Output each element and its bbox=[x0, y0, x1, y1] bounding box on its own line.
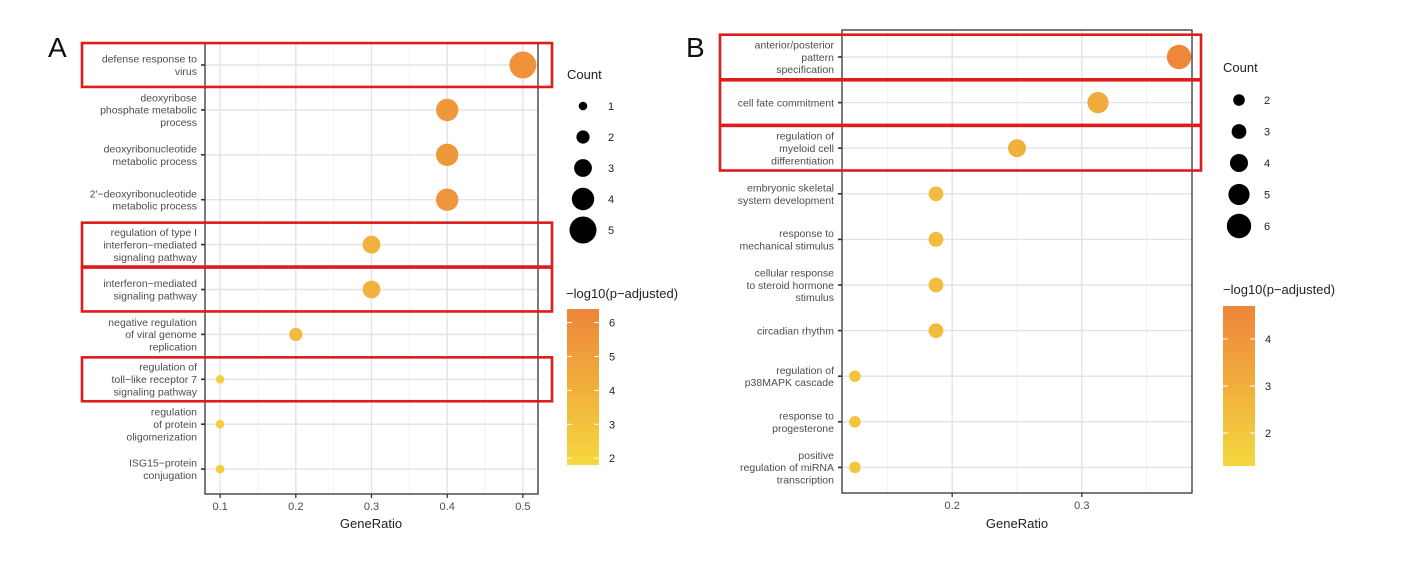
data-point bbox=[509, 51, 537, 79]
color-bar-label: 3 bbox=[1265, 381, 1271, 393]
size-legend-label: 5 bbox=[1264, 190, 1270, 202]
size-legend-dot bbox=[1231, 124, 1247, 139]
x-tick-label: 0.2 bbox=[288, 501, 303, 513]
x-tick-label: 0.3 bbox=[1074, 500, 1089, 512]
size-legend-dot bbox=[1226, 213, 1252, 239]
data-point bbox=[928, 277, 944, 293]
x-tick-label: 0.4 bbox=[440, 501, 455, 513]
color-legend-title-b: −log10(p−adjusted) bbox=[1223, 282, 1335, 297]
y-tick-label: circadian rhythm bbox=[757, 325, 834, 337]
size-legend-label: 4 bbox=[1264, 158, 1270, 170]
color-bar-label: 3 bbox=[609, 419, 615, 431]
data-point bbox=[1166, 44, 1192, 70]
x-tick-label: 0.3 bbox=[364, 501, 379, 513]
size-legend-dot bbox=[574, 159, 592, 177]
color-bar-label: 2 bbox=[1265, 428, 1271, 440]
data-point bbox=[1087, 92, 1109, 114]
plot-frame bbox=[841, 29, 1193, 494]
highlight-box bbox=[718, 124, 1203, 172]
x-tick-label: 0.2 bbox=[945, 500, 960, 512]
size-legend-label: 3 bbox=[1264, 127, 1270, 139]
size-legend-dot bbox=[571, 187, 595, 211]
size-legend-dot bbox=[569, 216, 597, 244]
color-bar-label: 4 bbox=[1265, 334, 1271, 346]
size-legend-dot bbox=[1230, 154, 1248, 172]
data-point bbox=[215, 375, 225, 384]
data-point bbox=[215, 419, 225, 429]
data-point bbox=[1008, 139, 1026, 158]
panel-label-a: A bbox=[48, 32, 67, 63]
size-legend-label: 2 bbox=[608, 132, 614, 144]
color-bar-label: 2 bbox=[609, 453, 615, 465]
panel-label-b: B bbox=[686, 32, 705, 63]
size-legend-dot bbox=[1228, 183, 1250, 206]
size-legend-title-a: Count bbox=[567, 67, 602, 82]
size-legend-label: 4 bbox=[608, 194, 614, 206]
color-bar-label: 4 bbox=[609, 385, 615, 397]
y-tick-label: cell fate commitment bbox=[738, 97, 834, 109]
highlight-box bbox=[80, 266, 554, 313]
data-point bbox=[849, 416, 861, 428]
data-point bbox=[435, 188, 459, 211]
data-point bbox=[849, 461, 861, 474]
color-bar bbox=[567, 309, 599, 465]
size-legend-dot bbox=[576, 130, 590, 144]
size-legend-label: 2 bbox=[1264, 95, 1270, 107]
data-point bbox=[928, 232, 944, 247]
size-legend-dot bbox=[578, 101, 588, 111]
size-legend-dot bbox=[1233, 94, 1245, 106]
data-point bbox=[362, 280, 381, 299]
x-tick-label: 0.5 bbox=[515, 501, 530, 513]
data-point bbox=[435, 98, 459, 122]
x-axis-title-a: GeneRatio bbox=[340, 516, 402, 531]
color-bar-label: 5 bbox=[609, 351, 615, 363]
size-legend-label: 3 bbox=[608, 163, 614, 175]
size-legend-title-b: Count bbox=[1223, 60, 1258, 75]
color-legend-title-a: −log10(p−adjusted) bbox=[566, 286, 678, 301]
data-point bbox=[362, 235, 381, 254]
color-bar bbox=[1223, 306, 1255, 466]
highlight-box bbox=[80, 356, 554, 403]
color-bar-label: 6 bbox=[609, 318, 615, 330]
x-axis-title-b: GeneRatio bbox=[986, 516, 1048, 531]
data-point bbox=[928, 323, 944, 338]
highlight-box bbox=[80, 41, 554, 89]
data-point bbox=[435, 143, 459, 166]
size-legend-label: 6 bbox=[1264, 221, 1270, 233]
size-legend-label: 1 bbox=[608, 101, 614, 113]
x-tick-label: 0.1 bbox=[212, 501, 227, 513]
data-point bbox=[928, 186, 944, 202]
data-point bbox=[215, 464, 225, 474]
size-legend-label: 5 bbox=[608, 225, 614, 237]
data-point bbox=[289, 327, 303, 341]
data-point bbox=[849, 370, 861, 383]
